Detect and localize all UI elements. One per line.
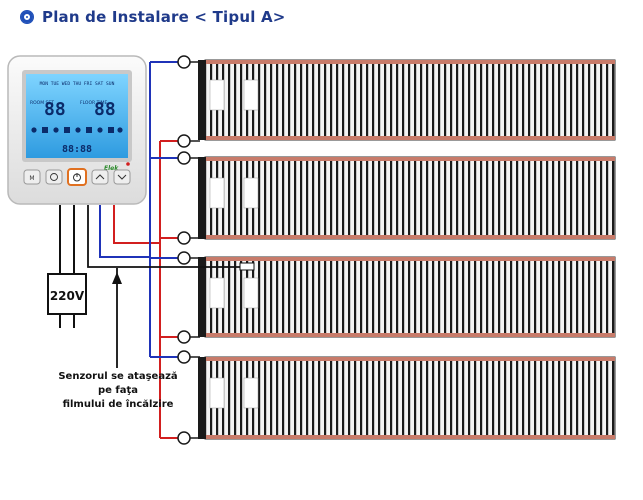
terminals	[177, 55, 191, 445]
thermostat-brand: Elek	[104, 165, 119, 172]
film-clip	[209, 79, 225, 111]
thermostat-lcd	[26, 74, 128, 158]
heating-film-3	[204, 256, 616, 338]
lcd-floor-digits: 88	[94, 99, 116, 120]
chevron-down-icon	[117, 174, 127, 180]
bullet-icon	[20, 10, 34, 24]
film-connectors	[198, 60, 206, 439]
power-supply-label: 220V	[50, 289, 85, 303]
terminal	[177, 134, 191, 148]
heating-film-1	[204, 59, 616, 141]
film-clip	[243, 377, 259, 409]
terminal	[177, 350, 191, 364]
power-supply: 220V	[47, 273, 87, 328]
terminal	[177, 431, 191, 445]
heating-film-4	[204, 356, 616, 440]
film-clip	[243, 177, 259, 209]
lcd-room-digits: 88	[44, 99, 66, 120]
power-wires	[59, 205, 75, 274]
chevron-up-icon	[95, 174, 105, 180]
terminal	[177, 55, 191, 69]
title-bar: Plan de Instalare < Tipul A>	[20, 8, 286, 26]
film-clip	[209, 277, 225, 309]
terminal	[177, 330, 191, 344]
terminal	[177, 151, 191, 165]
m-button[interactable]	[23, 169, 41, 185]
lcd-bottom-digits: 88:88	[62, 144, 92, 155]
sensor-note-line-3: filmului de încălzire	[62, 399, 174, 410]
film-clip	[209, 177, 225, 209]
lcd-days: MON TUE WED THU FRI SAT SUN	[40, 81, 115, 87]
film-clip	[209, 377, 225, 409]
down-button[interactable]	[113, 169, 131, 185]
lcd-floor-label: FLOOR TIME	[80, 100, 108, 106]
lcd-mode-icons	[31, 127, 123, 133]
sensor-note-line-2: pe faţa	[97, 385, 139, 396]
sensor-note-line-1: Senzorul se ataşează	[58, 371, 178, 382]
film-clip	[243, 79, 259, 111]
thermostat: MON TUE WED THU FRI SAT SUN ROOM SET 88 …	[7, 55, 147, 205]
page-title: Plan de Instalare < Tipul A>	[42, 8, 286, 26]
terminal	[177, 251, 191, 265]
film-clip	[243, 277, 259, 309]
sensor-arrow-icon	[112, 272, 122, 284]
terminal-leads	[190, 61, 200, 439]
live-wires	[113, 140, 184, 439]
terminal	[177, 231, 191, 245]
heating-film-2	[204, 156, 616, 240]
clock-icon	[50, 173, 58, 181]
status-led	[126, 162, 130, 166]
clock-button[interactable]	[45, 169, 63, 185]
lcd-room-label: ROOM SET	[30, 100, 54, 106]
sensor-probe	[239, 262, 255, 271]
sensor-wire	[87, 205, 248, 368]
m-button-label: M	[29, 175, 34, 182]
up-button[interactable]	[91, 169, 109, 185]
sensor-note: Senzorul se ataşează pe faţa filmului de…	[30, 370, 206, 412]
